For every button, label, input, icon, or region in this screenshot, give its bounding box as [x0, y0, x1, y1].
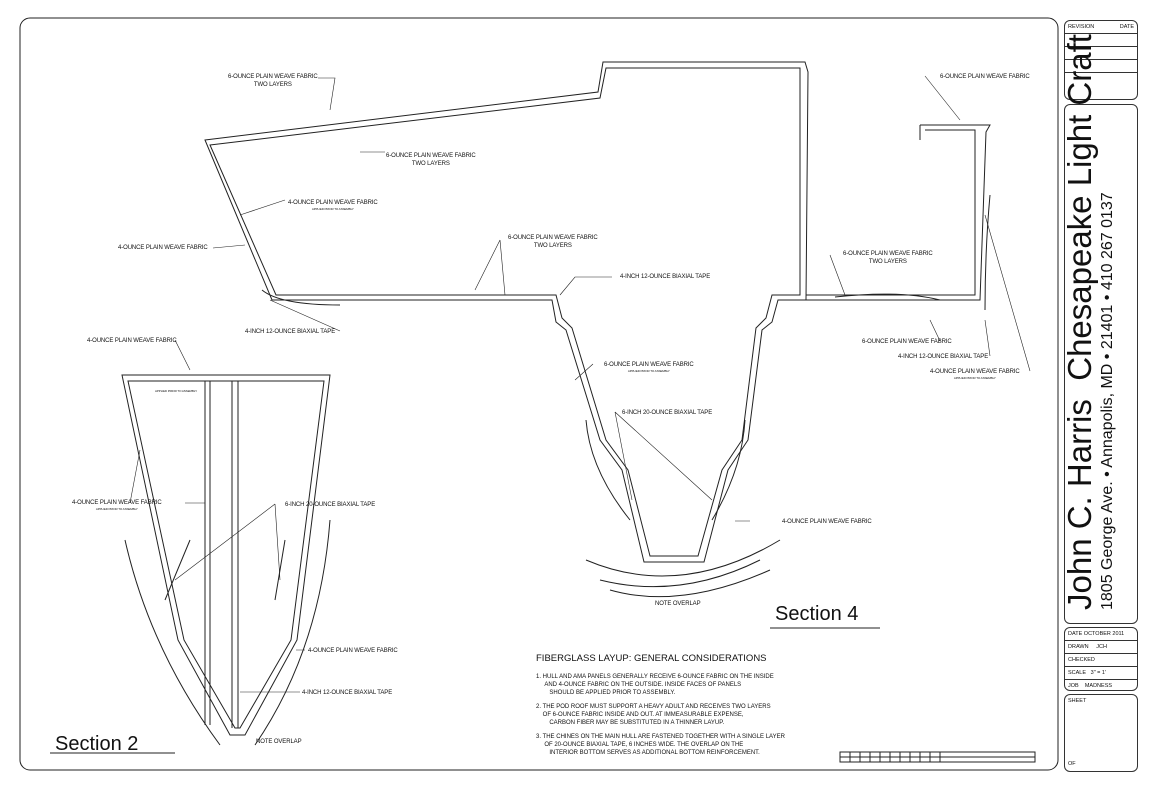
address: 1805 George Ave. • Annapolis, MD • 21401… [1099, 192, 1116, 610]
company-name: Chesapeake Light Craft [1061, 34, 1098, 381]
label-biaxial-tape-2: 4-INCH 12-OUNCE BIAXIAL TAPE [245, 329, 336, 335]
drawn-field: DRAWN JCH [1065, 641, 1137, 654]
scale-field: SCALE 3" = 1' [1065, 667, 1137, 680]
label-s2-top-fabric: 4-OUNCE PLAIN WEAVE FABRIC [87, 338, 177, 344]
note-3: 3. THE CHINES ON THE MAIN HULL ARE FASTE… [536, 734, 785, 756]
note-2: 2. THE POD ROOF MUST SUPPORT A HEAVY ADU… [536, 704, 771, 726]
notes-title: FIBERGLASS LAYUP: GENERAL CONSIDERATIONS [536, 653, 767, 664]
info-block: DATE OCTOBER 2011 DRAWN JCH CHECKED SCAL… [1064, 627, 1138, 691]
date-header: DATE [1119, 24, 1134, 30]
of-label: OF [1068, 761, 1076, 767]
leader-lines [129, 75, 1031, 693]
job-field: JOB MADNESS [1068, 683, 1113, 689]
title-block-text: John C. Harris Chesapeake Light Craft 18… [1061, 34, 1118, 610]
label-note-overlap-2: NOTE OVERLAP [256, 739, 302, 745]
label-ama-fabric: 6-OUNCE PLAIN WEAVE FABRIC [940, 74, 1030, 80]
section-2-ama [121, 374, 331, 746]
label-s2-biaxial: 4-INCH 12-OUNCE BIAXIAL TAPE [302, 690, 393, 696]
label-ama-6oz: 6-OUNCE PLAIN WEAVE FABRIC [862, 339, 952, 345]
section-4-title: Section 4 [775, 603, 859, 625]
title-block [1064, 104, 1138, 624]
general-notes: FIBERGLASS LAYUP: GENERAL CONSIDERATIONS… [536, 653, 785, 763]
label-outer-fabric: 4-OUNCE PLAIN WEAVE FABRIC [118, 245, 208, 251]
label-s2-tape: 6-INCH 20-OUNCE BIAXIAL TAPE [285, 502, 376, 508]
designer-name: John C. Harris [1061, 399, 1098, 610]
section-4-main-hull [204, 61, 991, 598]
note-1: 1. HULL AND AMA PANELS GENERALLY RECEIVE… [536, 674, 774, 696]
sheet-block: SHEET OF [1064, 694, 1138, 772]
label-biaxial-tape-1: 4-INCH 12-OUNCE BIAXIAL TAPE [620, 274, 711, 280]
sheet-label: SHEET [1068, 698, 1087, 704]
label-hull-4oz: 4-OUNCE PLAIN WEAVE FABRIC [782, 519, 872, 525]
label-hull-tape: 6-INCH 20-OUNCE BIAXIAL TAPE [622, 410, 713, 416]
scale-bar [839, 751, 1036, 763]
label-ama-tape: 4-INCH 12-OUNCE BIAXIAL TAPE [898, 354, 989, 360]
drawing-border [19, 17, 1059, 771]
label-s2-applied: APPLIED PRIOR TO ASSEMBLY [155, 389, 198, 393]
section-2-title: Section 2 [55, 733, 139, 755]
section-underlines [50, 627, 880, 754]
label-s2-4oz: 4-OUNCE PLAIN WEAVE FABRIC [308, 648, 398, 654]
revision-block: REVISION DATE [1064, 20, 1138, 100]
checked-field: CHECKED [1065, 654, 1137, 667]
label-note-overlap-1: NOTE OVERLAP [655, 601, 701, 607]
revision-header: REVISION [1068, 24, 1095, 30]
date-field: DATE OCTOBER 2011 [1065, 628, 1137, 641]
